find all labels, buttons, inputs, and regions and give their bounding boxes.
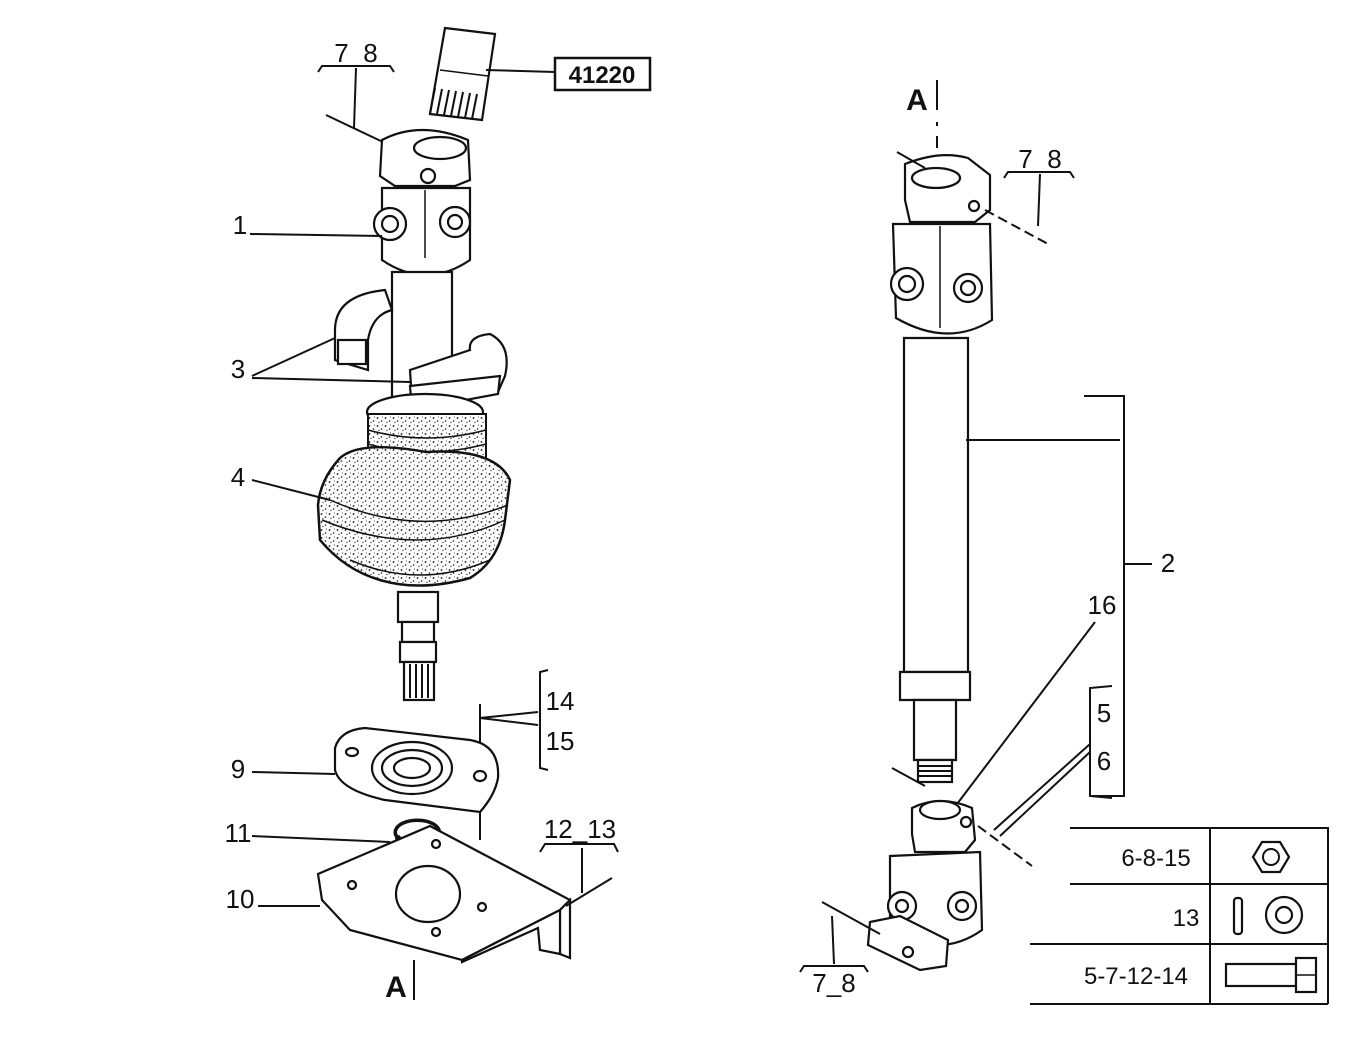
left-assembly: 41220 7_8 1 <box>225 26 652 1004</box>
bolt-icon <box>1224 956 1318 994</box>
washer-icon <box>1232 895 1304 936</box>
right-assembly: A 7_8 <box>799 80 1175 998</box>
callout-2: 2 <box>1161 548 1175 578</box>
callout-12-13: 12_13 <box>544 814 616 844</box>
callout-15: 15 <box>546 726 575 756</box>
callout-4: 4 <box>231 462 245 492</box>
lower-shaft-stub <box>396 590 440 702</box>
splined-shaft-top <box>428 26 497 122</box>
bearing-flange <box>333 726 500 814</box>
callout-16: 16 <box>1088 590 1117 620</box>
split-collar-back <box>333 288 394 372</box>
universal-joint-lower-right <box>866 799 984 972</box>
steering-tube <box>898 336 972 784</box>
hardware-table: 6-8-15 13 5-7-12-14 <box>1030 827 1329 1005</box>
hex-nut-icon <box>1251 840 1291 874</box>
section-a-label-left: A <box>385 971 407 1004</box>
callout-1: 1 <box>233 210 247 240</box>
callout-3: 3 <box>231 354 245 384</box>
mounting-bracket <box>316 824 572 964</box>
callout-10: 10 <box>226 884 255 914</box>
hardware-row-2-label: 13 <box>1173 905 1200 932</box>
reference-box <box>553 56 652 92</box>
callout-7-8-right-top: 7_8 <box>1018 144 1061 174</box>
section-a-label-right: A <box>906 84 928 117</box>
reference-number: 41220 <box>569 62 636 89</box>
rubber-boot <box>316 392 512 587</box>
universal-joint-upper-right <box>889 154 994 335</box>
hardware-row-1-label: 6-8-15 <box>1121 845 1190 872</box>
callout-7-8-left-top: 7_8 <box>334 38 377 68</box>
callout-9: 9 <box>231 754 245 784</box>
callout-6: 6 <box>1097 746 1111 776</box>
callout-7-8-right-bottom: 7_8 <box>812 968 855 998</box>
universal-joint-upper-left <box>372 128 472 276</box>
callout-11: 11 <box>225 818 252 848</box>
hardware-row-3-label: 5-7-12-14 <box>1084 963 1188 990</box>
callout-14: 14 <box>546 686 575 716</box>
callout-5: 5 <box>1097 698 1111 728</box>
